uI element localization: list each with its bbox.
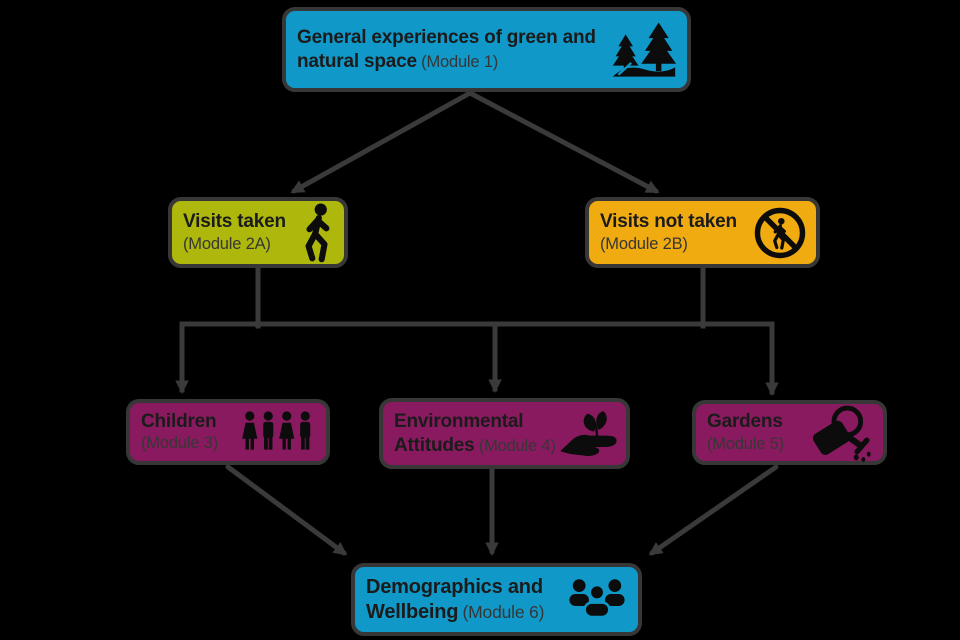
node-module-label: (Module 2B) <box>600 234 688 253</box>
node-module-2b: Visits not taken (Module 2B) <box>585 197 820 268</box>
people-group-icon <box>569 578 625 618</box>
node-module-label: (Module 2A) <box>183 234 271 253</box>
node-text: Gardens (Module 5) <box>707 410 809 454</box>
node-text: Environmental Attitudes (Module 4) <box>394 410 574 457</box>
node-title: Visits not taken <box>600 211 737 233</box>
node-module-3: Children (Module 3) <box>126 399 330 465</box>
node-text: Demographics and Wellbeing (Module 6) <box>366 575 564 625</box>
node-text: Visits taken (Module 2A) <box>183 210 297 254</box>
node-module-label: (Module 6) <box>462 601 545 622</box>
node-module-5: Gardens (Module 5) <box>692 400 887 465</box>
walking-person-icon <box>305 202 330 262</box>
node-title: Children <box>141 410 217 432</box>
node-title: General experiences of green and natural… <box>297 26 596 72</box>
node-title: Environmental Attitudes <box>394 410 524 456</box>
node-module-1: General experiences of green and natural… <box>282 7 691 92</box>
no-walking-icon <box>754 207 806 258</box>
hand-seedling-icon <box>560 410 617 456</box>
node-module-4: Environmental Attitudes (Module 4) <box>379 398 630 469</box>
node-module-6: Demographics and Wellbeing (Module 6) <box>351 563 642 636</box>
node-module-label: (Module 4) <box>478 436 556 455</box>
watering-can-icon <box>812 405 871 462</box>
node-text: Children (Module 3) <box>141 410 243 454</box>
node-text: Visits not taken (Module 2B) <box>600 210 752 254</box>
node-title: Demographics and Wellbeing <box>366 575 543 623</box>
node-text: General experiences of green and natural… <box>297 26 609 73</box>
trees-icon <box>612 22 677 77</box>
node-title: Gardens <box>707 411 783 433</box>
children-icon <box>242 411 311 450</box>
node-title: Visits taken <box>183 211 286 233</box>
node-module-label: (Module 1) <box>421 52 499 71</box>
node-module-2a: Visits taken (Module 2A) <box>168 197 348 268</box>
node-module-label: (Module 3) <box>141 434 218 453</box>
node-module-label: (Module 5) <box>707 434 784 453</box>
